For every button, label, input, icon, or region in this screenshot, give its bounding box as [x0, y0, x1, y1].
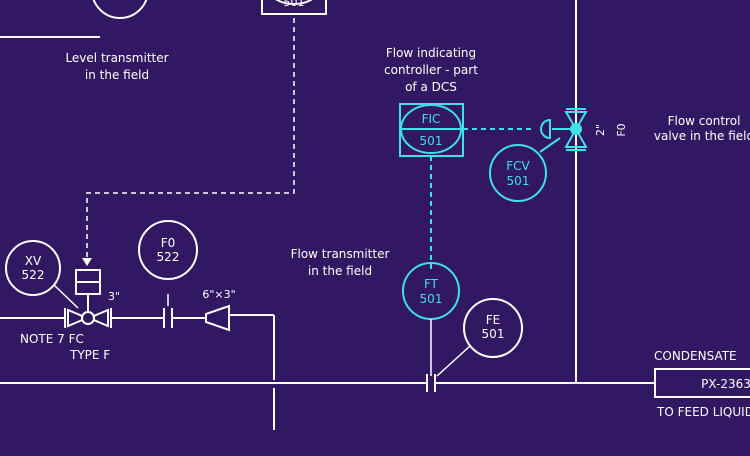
xv-tag: XV: [25, 254, 42, 268]
fe-leader: [436, 345, 471, 377]
ft-instrument: FT 501: [402, 262, 460, 376]
ft-tag: FT: [424, 277, 439, 291]
to-feed-label: TO FEED LIQUID: [656, 405, 750, 419]
ft-label-line2: in the field: [308, 264, 372, 278]
condensate-label: CONDENSATE: [654, 349, 737, 363]
fcv-label-line1: Flow control: [668, 114, 741, 128]
top-box-frame: [261, 0, 327, 15]
fo-tag: F0: [161, 236, 176, 250]
xv-valve: [64, 269, 112, 328]
fcv-instrument: FCV 501: [489, 137, 561, 202]
fe-tag: FE: [486, 313, 500, 327]
xv-body-left: [67, 308, 90, 328]
top-controller-box: 501: [261, 0, 327, 15]
xv-body-right: [86, 308, 109, 328]
fo-number: 522: [157, 250, 180, 264]
fcv-number: 501: [507, 174, 530, 188]
valve-size-label: 2": [594, 124, 607, 136]
fic-label-line3: of a DCS: [405, 80, 457, 94]
top-box-number: 501: [284, 0, 305, 9]
fcv-leader: [539, 137, 561, 153]
fcv-bubble: [489, 144, 547, 202]
type-label: TYPE F: [69, 348, 110, 362]
fe-number: 501: [482, 327, 505, 341]
px-tag: PX-2363: [701, 377, 750, 391]
xv-number: 522: [22, 268, 45, 282]
valve-fail-label: F0: [615, 123, 628, 136]
fic-tag: FIC: [422, 112, 441, 126]
fic-instrument: FIC 501: [399, 103, 464, 157]
valve-ball: [570, 123, 582, 135]
diaphragm-actuator: [540, 118, 551, 140]
ft-bubble: [402, 262, 460, 320]
fo-bubble: [138, 220, 198, 280]
signal-arrowhead: [82, 258, 92, 266]
fcv-tag: FCV: [506, 159, 530, 173]
xv-instrument: XV 522: [5, 240, 79, 309]
fo-instrument: F0 522: [138, 220, 198, 280]
fcv-label-line2: valve in the field: [654, 129, 750, 143]
ft-label-line1: Flow transmitter: [291, 247, 390, 261]
xv-ball: [81, 311, 95, 325]
level-transmitter-label-line2: in the field: [85, 68, 149, 82]
xv-leader: [53, 284, 79, 309]
level-transmitter-instrument: [0, 0, 148, 38]
fic-number: 501: [420, 134, 443, 148]
fic-label-line1: Flow indicating: [386, 46, 476, 60]
xv-size-label: 3": [108, 290, 120, 303]
off-page-connector: [654, 368, 750, 398]
valve-body-bottom: [564, 126, 588, 148]
level-transmitter-label-line1: Level transmitter: [65, 51, 168, 65]
reducer: [205, 304, 230, 332]
note-label: NOTE 7 FC: [20, 332, 84, 346]
flow-control-valve: [540, 108, 588, 151]
reducer-size-label: 6"×3": [202, 288, 235, 301]
valve-body-top: [564, 111, 588, 131]
fic-label-line2: controller - part: [384, 63, 478, 77]
level-transmitter-bubble: [92, 0, 148, 19]
ft-number: 501: [420, 292, 443, 306]
fe-bubble: [463, 298, 523, 358]
top-box-bubble: [275, 0, 313, 5]
fe-instrument: FE 501: [436, 298, 523, 377]
xv-bubble: [5, 240, 61, 296]
electric-signal-xv: [86, 18, 295, 262]
